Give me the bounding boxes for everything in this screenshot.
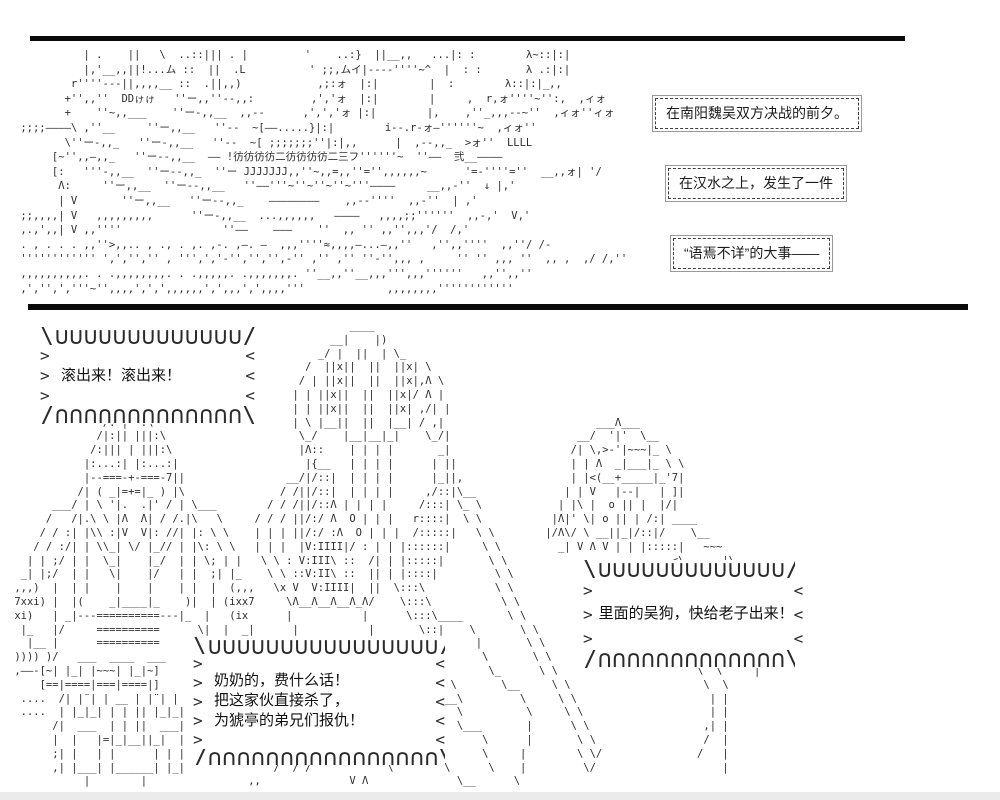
bubble-border-right: <<<<< [430, 654, 445, 749]
panel-divider-top [30, 36, 905, 41]
caption-box-1: 在南阳魏吴双方决战的前夕。 [652, 95, 862, 132]
bubble-border-top: \∪∪∪∪∪∪∪∪∪∪∪∪∪/ [40, 327, 255, 345]
caption-text-2: 在汉水之上，发生了一件 [679, 175, 833, 191]
bubble-border-bottom: /∩∩∩∩∩∩∩∩∩∩∩∩∩\ [40, 406, 255, 424]
bubble-edge-left-glyph: > [40, 345, 50, 365]
bubble-edge-right-glyph: < [435, 691, 445, 711]
caption-box-3: “语焉不详”的大事—— [669, 235, 834, 272]
bubble-edge-right-glyph: < [245, 345, 255, 365]
bubble-edge-right-glyph: < [435, 710, 445, 730]
bubble-edge-left-glyph: > [193, 710, 203, 730]
bubble-edge-left-glyph: > [40, 386, 50, 406]
bubble-body: >>>>> 奶奶的，费什么话！把这家伙直接杀了，为猇亭的弟兄们报仇！ <<<<< [193, 654, 445, 749]
caption-text-1: 在南阳魏吴双方决战的前夕。 [666, 105, 848, 121]
bubble-text-line: 奶奶的，费什么话！ [214, 672, 350, 689]
bubble-edge-right-glyph: < [245, 386, 255, 406]
bubble-border-bottom: /∩∩∩∩∩∩∩∩∩∩∩∩∩\ [583, 650, 795, 668]
bubble-text: 里面的吴狗，快给老子出来！ [593, 578, 794, 650]
bubble-edge-right-glyph: < [245, 365, 255, 385]
bubble-text: 滚出来！滚出来！ [55, 345, 240, 406]
bubble-border-left: >>> [40, 345, 55, 406]
bubble-edge-right-glyph: < [435, 653, 445, 673]
bubble-text-line: 为猇亭的弟兄们报仇！ [214, 712, 365, 729]
caption-text-3: “语焉不详”的大事—— [684, 245, 820, 261]
bubble-edge-left-glyph: > [583, 580, 593, 600]
bubble-text-line: 滚出来！滚出来！ [61, 366, 182, 384]
ship-ascii-art: | . || \ ..::||| . | ' ..:} ||__,, ...|:… [20, 49, 628, 295]
bubble-border-left: > > > [583, 578, 593, 650]
bubble-edge-left-glyph: > [193, 653, 203, 673]
bubble-edge-left-glyph: > [193, 729, 203, 749]
speech-bubble-crowd: \∪∪∪∪∪∪∪∪∪∪∪∪∪/ >>> 滚出来！滚出来！ <<< /∩∩∩∩∩∩… [40, 327, 255, 424]
bubble-edge-left-glyph: > [193, 691, 203, 711]
bubble-body: >>> 滚出来！滚出来！ <<< [40, 345, 255, 406]
bubble-border-top: \∪∪∪∪∪∪∪∪∪∪∪∪∪/ [583, 560, 795, 578]
bubble-text: 奶奶的，费什么话！ 把这家伙直接杀了， 为猇亭的弟兄们报仇！ [208, 654, 430, 749]
bubble-border-right: <<< [240, 345, 255, 406]
bubble-edge-right-glyph: < [793, 580, 804, 600]
bubble-edge-left-glyph: > [193, 672, 203, 692]
bubble-border-bottom: /∩∩∩∩∩∩∩∩∩∩∩∩∩∩∩∩\ [193, 748, 445, 766]
bubble-edge-left-glyph: > [583, 628, 593, 648]
bubble-edge-right-glyph: < [435, 672, 445, 692]
speech-bubble-wei-soldier: \∪∪∪∪∪∪∪∪∪∪∪∪∪/ > > > 里面的吴狗，快给老子出来！ < < < /∩… [583, 560, 803, 668]
bubble-edge-right-glyph: < [793, 628, 804, 648]
bubble-text-line: 里面的吴狗，快给老子出来！ [598, 605, 794, 622]
panel-divider-middle [28, 304, 968, 310]
page-bottom-edge [0, 792, 1000, 800]
bubble-edge-right-glyph: < [435, 729, 445, 749]
bubble-edge-left-glyph: > [40, 365, 50, 385]
bubble-body: > > > 里面的吴狗，快给老子出来！ < < < [583, 578, 803, 650]
speech-bubble-wei-officer: \∪∪∪∪∪∪∪∪∪∪∪∪∪∪∪∪/ >>>>> 奶奶的，费什么话！把这家伙直接… [193, 637, 445, 765]
bubble-edge-right-glyph: < [793, 604, 804, 624]
caption-box-2: 在汉水之上，发生了一件 [665, 165, 847, 202]
bubble-edge-left-glyph: > [583, 604, 593, 624]
bubble-border-right: < < < [794, 578, 804, 650]
bubble-text-line: 把这家伙直接杀了， [214, 692, 350, 709]
bubble-border-left: >>>>> [193, 654, 208, 749]
bubble-border-top: \∪∪∪∪∪∪∪∪∪∪∪∪∪∪∪∪/ [193, 637, 445, 654]
